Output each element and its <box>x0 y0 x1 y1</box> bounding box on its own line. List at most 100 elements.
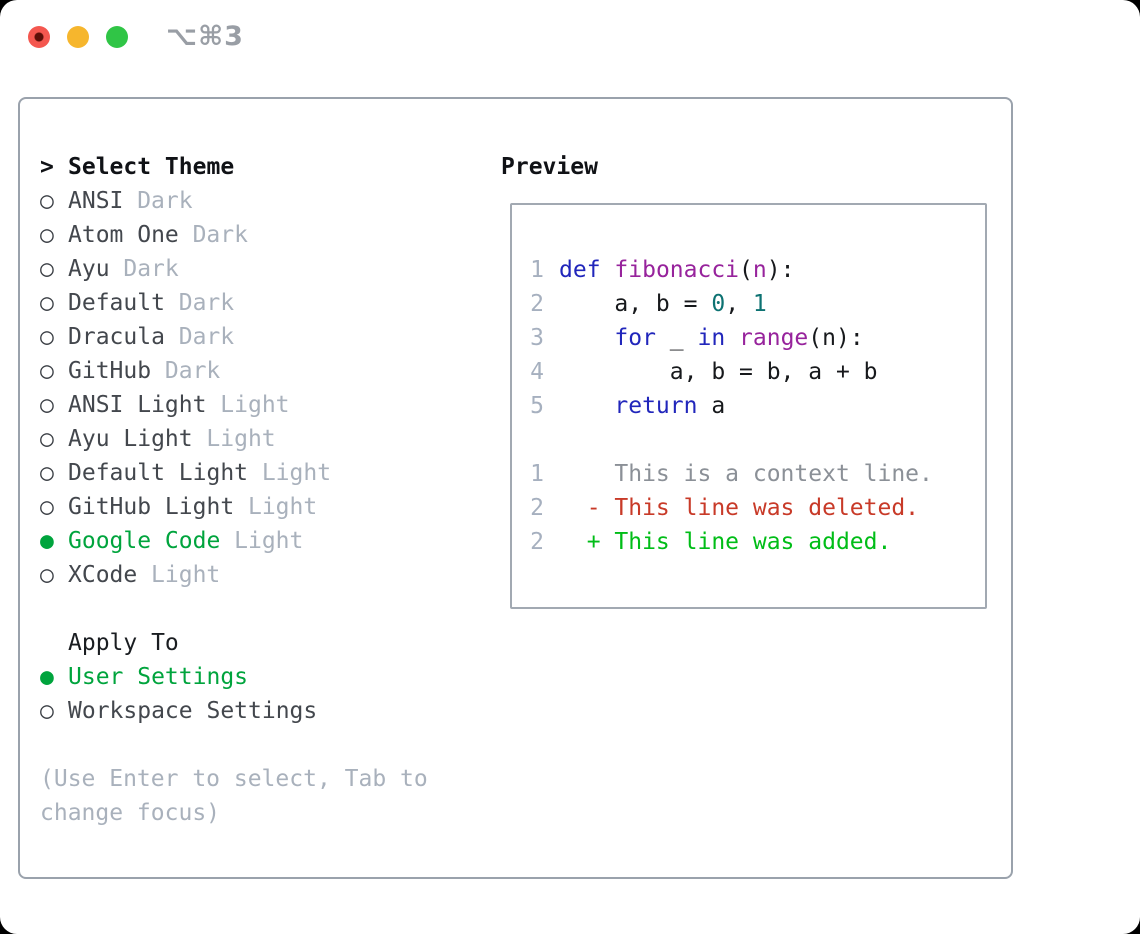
code-line: 2 a, b = 0, 1 <box>530 287 985 321</box>
code-token: ( <box>739 257 753 283</box>
select-theme-title: Select Theme <box>68 154 235 180</box>
code-token: a, b = <box>559 291 712 317</box>
theme-name: XCode <box>68 562 138 588</box>
titlebar: ⌥⌘3 <box>0 0 1140 75</box>
prompt-icon: > <box>40 154 54 180</box>
theme-option-dracula-dark[interactable]: ○ Dracula Dark <box>40 320 480 354</box>
diff-line-deleted: 2 - This line was deleted. <box>530 491 985 525</box>
select-theme-header: > Select Theme <box>40 150 480 184</box>
line-number: 2 <box>530 495 544 521</box>
theme-name: Default <box>68 290 165 316</box>
diff-line-context: 1 This is a context line. <box>530 457 985 491</box>
radio-unselected-icon: ○ <box>40 460 54 486</box>
apply-to-title: Apply To <box>68 630 179 656</box>
theme-name: Ayu Light <box>68 426 193 452</box>
spacer <box>40 728 480 762</box>
radio-unselected-icon: ○ <box>40 562 54 588</box>
code-token <box>601 257 615 283</box>
theme-name: Google Code <box>68 528 221 554</box>
code-token: (n): <box>808 325 864 351</box>
code-token: in <box>697 325 726 351</box>
line-number: 3 <box>530 325 544 351</box>
theme-variant: Light <box>234 528 304 554</box>
theme-option-ayu-light[interactable]: ○ Ayu Light Light <box>40 422 480 456</box>
theme-option-xcode-light[interactable]: ○ XCode Light <box>40 558 480 592</box>
code-line: 1 def fibonacci(n): <box>530 253 985 287</box>
code-token: a <box>697 393 726 419</box>
diff-context-text: This is a context line. <box>559 461 933 487</box>
theme-name: GitHub <box>68 358 152 384</box>
help-text: (Use Enter to select, Tab to change focu… <box>40 766 428 826</box>
radio-unselected-icon: ○ <box>40 392 54 418</box>
apply-to-header: Apply To <box>40 626 480 660</box>
theme-name: Dracula <box>68 324 165 350</box>
apply-to-option-workspace-settings[interactable]: ○ Workspace Settings <box>40 694 480 728</box>
theme-variant: Dark <box>164 358 221 384</box>
code-token: def <box>559 257 601 283</box>
spacer <box>40 592 480 626</box>
theme-variant: Light <box>151 562 221 588</box>
code-token: 1 <box>752 291 767 317</box>
radio-unselected-icon: ○ <box>40 222 54 248</box>
line-number: 1 <box>530 257 544 283</box>
radio-unselected-icon: ○ <box>40 256 54 282</box>
theme-name: ANSI <box>68 188 124 214</box>
code-token: fibonacci <box>614 257 740 283</box>
theme-option-atom-one-dark[interactable]: ○ Atom One Dark <box>40 218 480 252</box>
close-button-icon[interactable] <box>28 26 50 48</box>
spacer <box>530 423 985 457</box>
diff-deleted-text: - This line was deleted. <box>559 495 920 521</box>
theme-variant: Dark <box>192 222 248 248</box>
theme-variant: Dark <box>123 256 179 282</box>
theme-option-ansi-dark[interactable]: ○ ANSI Dark <box>40 184 480 218</box>
radio-unselected-icon: ○ <box>40 426 54 452</box>
window-title: ⌥⌘3 <box>166 21 244 52</box>
radio-unselected-icon: ○ <box>40 494 54 520</box>
radio-selected-icon: ● <box>40 664 54 690</box>
theme-variant: Dark <box>137 188 193 214</box>
code-token: ): <box>766 257 795 283</box>
code-line: 5 return a <box>530 389 985 423</box>
line-number: 5 <box>530 393 544 419</box>
code-line: 3 for _ in range(n): <box>530 321 985 355</box>
line-number: 1 <box>530 461 544 487</box>
line-number: 4 <box>530 359 544 385</box>
radio-unselected-icon: ○ <box>40 358 54 384</box>
code-token: , <box>725 291 753 317</box>
theme-variant: Light <box>206 426 276 452</box>
theme-name: Default Light <box>68 460 249 486</box>
radio-unselected-icon: ○ <box>40 188 54 214</box>
theme-variant: Dark <box>178 290 235 316</box>
radio-unselected-icon: ○ <box>40 698 54 724</box>
minimize-button-icon[interactable] <box>67 26 89 48</box>
code-token: n <box>752 257 767 283</box>
code-line: 4 a, b = b, a + b <box>530 355 985 389</box>
code-token: range <box>739 325 809 351</box>
radio-selected-icon: ● <box>40 528 54 554</box>
apply-to-option-label: Workspace Settings <box>68 698 318 724</box>
theme-name: Atom One <box>68 222 179 248</box>
radio-unselected-icon: ○ <box>40 324 54 350</box>
line-number: 2 <box>530 529 544 555</box>
theme-option-google-code-light[interactable]: ● Google Code Light <box>40 524 480 558</box>
code-token: a, b = b, a + b <box>559 359 878 385</box>
theme-variant: Dark <box>178 324 235 350</box>
apply-to-option-user-settings[interactable]: ●User Settings <box>40 660 480 694</box>
zoom-button-icon[interactable] <box>106 26 128 48</box>
code-token: 0 <box>711 291 726 317</box>
code-token <box>559 325 614 351</box>
code-token <box>725 325 739 351</box>
code-token: for <box>614 325 656 351</box>
theme-name: ANSI Light <box>68 392 207 418</box>
theme-option-github-dark[interactable]: ○ GitHub Dark <box>40 354 480 388</box>
diff-line-added: 2 + This line was added. <box>530 525 985 559</box>
code-token <box>559 393 614 419</box>
